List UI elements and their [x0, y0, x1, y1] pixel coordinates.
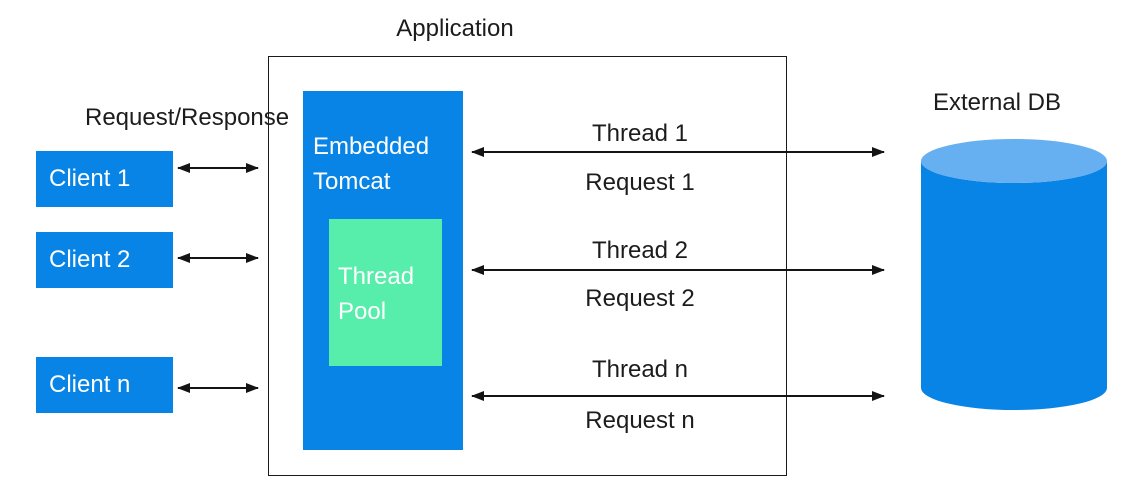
thread-1-label: Thread 1: [591, 120, 689, 147]
application-boundary-box: [268, 56, 787, 476]
request-response-caption: Request/Response: [85, 104, 290, 131]
thread-pool-label: Thread Pool: [338, 263, 415, 325]
request-n-label: Request n: [585, 407, 695, 434]
thread-n-bidirectional-arrow-icon: [472, 395, 884, 397]
client-2-box: Client 2: [36, 232, 173, 288]
client-1-label: Client 1: [49, 165, 131, 192]
request-1-label: Request 1: [585, 169, 695, 196]
thread-pool-box: Thread Pool: [329, 219, 442, 366]
client-2-bidirectional-arrow-icon: [178, 257, 258, 259]
database-cylinder-icon: [921, 139, 1107, 410]
client-1-box: Client 1: [36, 151, 173, 207]
request-2-label: Request 2: [585, 285, 695, 312]
diagram-title: Application: [396, 15, 514, 42]
client-n-label: Client n: [49, 371, 131, 398]
thread-n-label: Thread n: [591, 356, 689, 383]
thread-2-bidirectional-arrow-icon: [472, 269, 884, 271]
client-n-box: Client n: [36, 357, 173, 413]
external-db-label: External DB: [932, 89, 1062, 116]
embedded-tomcat-label: Embedded Tomcat: [313, 133, 430, 195]
thread-2-label: Thread 2: [591, 237, 689, 264]
thread-1-bidirectional-arrow-icon: [472, 151, 884, 153]
client-n-bidirectional-arrow-icon: [178, 387, 258, 389]
client-2-label: Client 2: [49, 246, 131, 273]
client-1-bidirectional-arrow-icon: [178, 167, 258, 169]
